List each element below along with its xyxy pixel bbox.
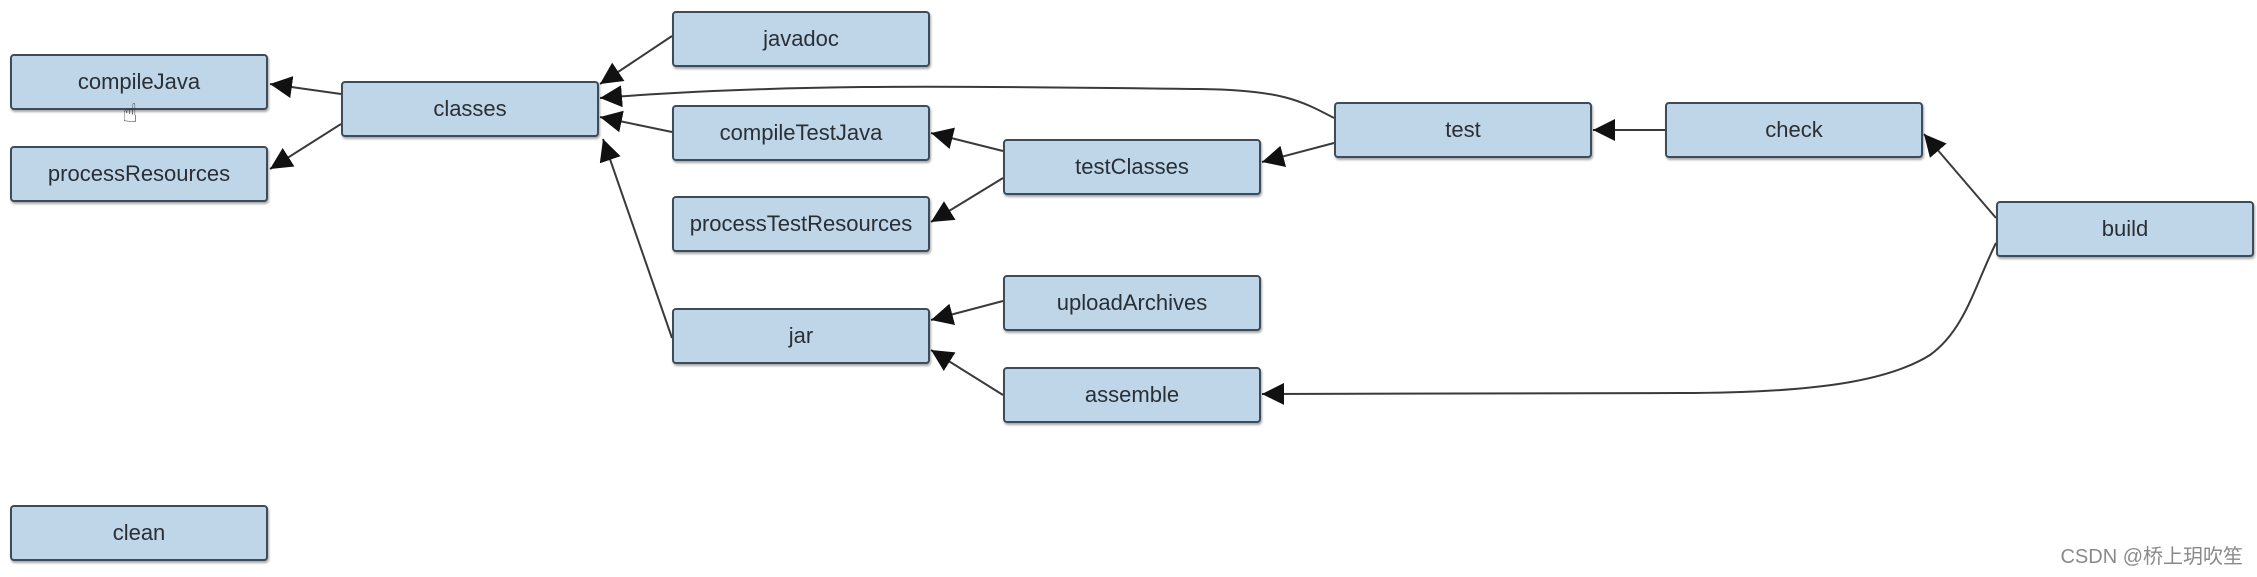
edge-build-assemble [1261, 242, 1997, 405]
task-classes[interactable]: classes [341, 81, 599, 137]
edge-compileTestJava-classes [599, 110, 673, 133]
task-test[interactable]: test [1334, 102, 1592, 158]
edge-classes-processResources [269, 123, 342, 170]
edge-testClasses-compileTestJava [930, 127, 1004, 152]
task-compileTestJava[interactable]: compileTestJava [672, 105, 930, 161]
task-build[interactable]: build [1996, 201, 2254, 257]
hand-cursor-icon: ☝ [122, 98, 138, 128]
task-javadoc[interactable]: javadoc [672, 11, 930, 67]
task-check[interactable]: check [1665, 102, 1923, 158]
edge-testClasses-processTestResources [930, 177, 1004, 223]
edge-test-classes [599, 85, 1335, 119]
task-processTestResources[interactable]: processTestResources [672, 196, 930, 252]
task-clean[interactable]: clean [10, 505, 268, 561]
task-uploadArchives[interactable]: uploadArchives [1003, 275, 1261, 331]
edge-build-check [1923, 133, 1997, 219]
watermark: CSDN @桥上玥吹笙 [2060, 546, 2243, 568]
edge-assemble-jar [930, 349, 1004, 396]
edge-javadoc-classes [599, 35, 673, 85]
task-compileJava[interactable]: compileJava [10, 54, 268, 110]
task-assemble[interactable]: assemble [1003, 367, 1261, 423]
edge-uploadArchives-jar [930, 300, 1004, 326]
task-processResources[interactable]: processResources [10, 146, 268, 202]
edge-classes-compileJava [269, 76, 342, 98]
edge-test-testClasses [1261, 142, 1335, 168]
edge-jar-classes [599, 138, 673, 339]
task-jar[interactable]: jar [672, 308, 930, 364]
task-testClasses[interactable]: testClasses [1003, 139, 1261, 195]
